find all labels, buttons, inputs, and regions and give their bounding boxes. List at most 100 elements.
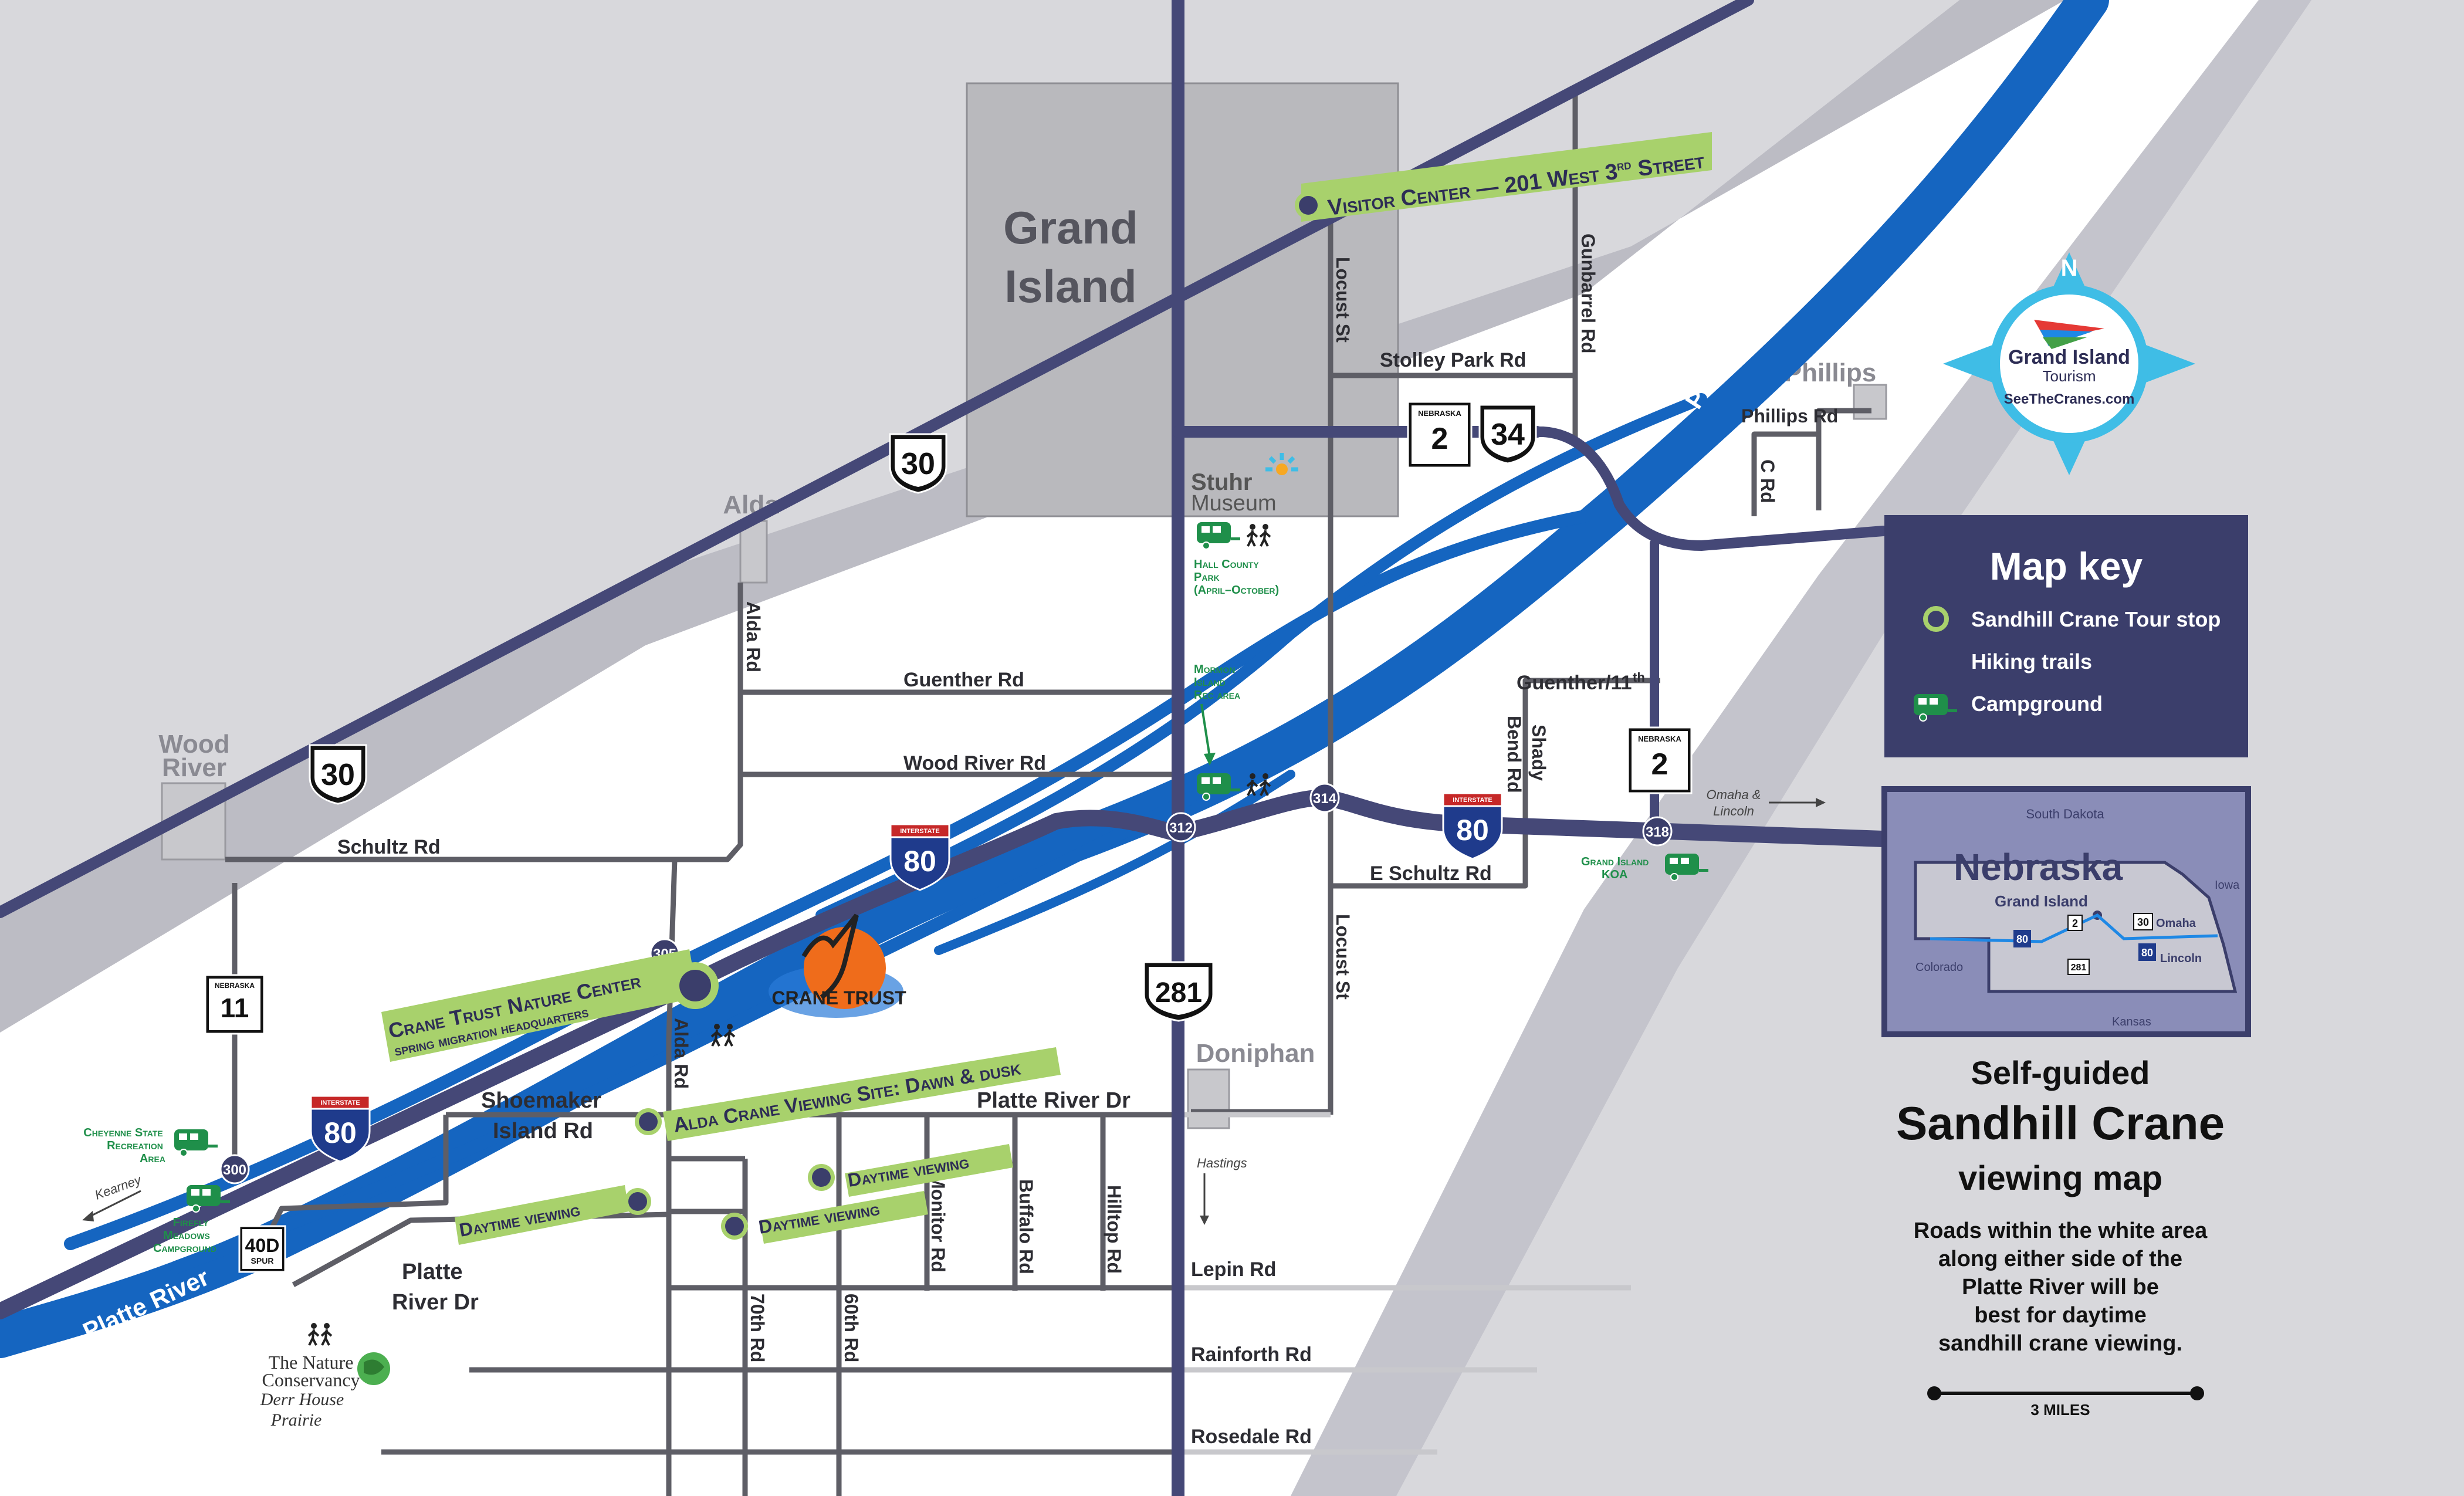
gray-band-left <box>0 0 2065 1033</box>
svg-text:300: 300 <box>223 1162 246 1178</box>
road-locust-upper: Locust St <box>1332 257 1353 343</box>
exit-318: 318 <box>1642 816 1673 847</box>
inset-interstate <box>1930 913 2218 943</box>
highways <box>0 0 1891 1496</box>
stuhr-museum: Stuhr Museum <box>1191 453 1298 516</box>
title-block: Self-guided Sandhill Crane viewing map R… <box>1896 1054 2225 1419</box>
tnc-label: The Nature <box>269 1352 354 1373</box>
svg-text:2: 2 <box>1651 747 1668 781</box>
cheyenne-label-2: Recreation <box>107 1139 163 1152</box>
city-wood-river: Wood <box>158 730 229 759</box>
inset-us281: 281 <box>2067 959 2090 975</box>
svg-text:318: 318 <box>1646 824 1669 840</box>
svg-text:281: 281 <box>2071 963 2087 973</box>
mormon-label-3: Rec area <box>1194 689 1240 702</box>
crane-trust-logo-text: CRANE TRUST <box>771 987 906 1008</box>
road-stolley-park: Stolley Park Rd <box>1380 349 1526 371</box>
hall-county-label-2: Park <box>1194 571 1220 584</box>
us30-shield-upper: 30 <box>889 433 947 494</box>
title-line3: viewing map <box>1958 1159 2162 1197</box>
cheyenne-label-3: Area <box>140 1152 165 1165</box>
ne2-shield-upper: NEBRASKA 2 <box>1407 401 1473 469</box>
i80-shield-b: INTERSTATE 80 <box>1442 792 1503 860</box>
ne11-shield: NEBRASKA 11 <box>204 974 265 1035</box>
svg-text:30: 30 <box>901 447 935 481</box>
i80-shield-a: INTERSTATE 80 <box>889 823 950 891</box>
svg-text:INTERSTATE: INTERSTATE <box>1453 797 1492 804</box>
koa-label-2: KOA <box>1602 868 1627 881</box>
us34-shield: 34 <box>1478 404 1537 465</box>
svg-text:80: 80 <box>1456 814 1489 847</box>
inset-grand-island: Grand Island <box>1995 892 2088 910</box>
inset-lincoln: Lincoln <box>2160 952 2202 965</box>
city-doniphan: Doniphan <box>1196 1039 1315 1068</box>
phillips-square <box>1853 384 1887 420</box>
svg-text:281: 281 <box>1155 977 1202 1008</box>
svg-text:40D: 40D <box>245 1235 280 1256</box>
exit-314: 314 <box>1309 783 1340 813</box>
doniphan-square <box>1187 1068 1230 1129</box>
road-rosedale: Rosedale Rd <box>1191 1426 1312 1448</box>
city-grand-island: Grand <box>1003 202 1138 253</box>
us281-shield: 281 <box>1143 961 1214 1022</box>
svg-text:2: 2 <box>2072 918 2078 929</box>
road-wood-river: Wood River Rd <box>903 752 1046 774</box>
tourism-flag-icon <box>2034 320 2104 349</box>
svg-text:80: 80 <box>324 1116 357 1149</box>
road-platte-1: Platte <box>402 1260 462 1284</box>
road-shady-bend-1: Shady <box>1528 725 1549 781</box>
legend-campground: Campground <box>1971 692 2103 716</box>
svg-text:NEBRASKA: NEBRASKA <box>1638 735 1681 743</box>
svg-text:NEBRASKA: NEBRASKA <box>215 981 255 990</box>
description-4: best for daytime <box>1974 1303 2147 1328</box>
inset-colorado: Colorado <box>1915 961 1963 974</box>
svg-text:34: 34 <box>1491 418 1525 452</box>
road-guenther: Guenther Rd <box>903 669 1024 691</box>
svg-text:2: 2 <box>1431 422 1448 456</box>
exit-312: 312 <box>1166 812 1196 842</box>
us30-shield-lower: 30 <box>309 744 367 805</box>
svg-text:INTERSTATE: INTERSTATE <box>320 1099 360 1106</box>
scale-label: 3 MILES <box>2030 1401 2090 1419</box>
title-line2: Sandhill Crane <box>1896 1097 2225 1149</box>
title-line1: Self-guided <box>1971 1054 2150 1091</box>
hastings-arrowhead <box>1200 1216 1209 1225</box>
inset-south-dakota: South Dakota <box>2026 807 2104 821</box>
inset-i80-b: 80 <box>2138 943 2156 961</box>
svg-text:80: 80 <box>2141 947 2153 959</box>
kearney-arrow <box>87 1190 141 1219</box>
road-shoemaker-1: Shoemaker <box>481 1088 601 1113</box>
road-gunbarrel: Gunbarrel Rd <box>1578 233 1599 353</box>
inset-omaha: Omaha <box>2156 917 2196 930</box>
inset-iowa: Iowa <box>2215 879 2240 892</box>
road-guenther-11th: Guenther/11 <box>1517 672 1632 694</box>
svg-text:SPUR: SPUR <box>251 1256 274 1265</box>
description-2: along either side of the <box>1938 1247 2182 1271</box>
inset-kansas: Kansas <box>2112 1016 2151 1028</box>
firefly-label: Firefly <box>173 1216 209 1229</box>
inset-ne2: 2 <box>2067 915 2083 931</box>
svg-text:INTERSTATE: INTERSTATE <box>900 828 939 835</box>
inset-i80-a: 80 <box>2013 930 2031 947</box>
koa-label: Grand Island <box>1581 855 1649 868</box>
compass-north: N <box>2061 255 2078 281</box>
description-1: Roads within the white area <box>1914 1219 2208 1243</box>
sun-icon <box>1265 453 1298 475</box>
road-shoemaker-2: Island Rd <box>493 1119 593 1143</box>
road-platte-2: River Dr <box>392 1290 479 1315</box>
omaha-lincoln-label: Omaha & <box>1707 787 1761 802</box>
road-locust-lower: Locust St <box>1332 914 1353 1000</box>
road-phillips: Phillips Rd <box>1741 405 1838 427</box>
svg-text:314: 314 <box>1313 791 1337 807</box>
svg-text:11: 11 <box>221 993 249 1023</box>
road-rainforth: Rainforth Rd <box>1191 1343 1312 1366</box>
legend-tour-stop: Sandhill Crane Tour stop <box>1971 607 2221 631</box>
mormon-label: Mormon <box>1194 663 1235 676</box>
road-lepin: Lepin Rd <box>1191 1258 1276 1281</box>
cheyenne-label: Cheyenne State <box>83 1126 163 1139</box>
tnc-label-2: Conservancy <box>262 1369 360 1390</box>
compass-url: SeeTheCranes.com <box>2004 391 2135 407</box>
description-5: sandhill crane viewing. <box>1938 1331 2182 1356</box>
road-schultz: Schultz Rd <box>337 836 441 858</box>
